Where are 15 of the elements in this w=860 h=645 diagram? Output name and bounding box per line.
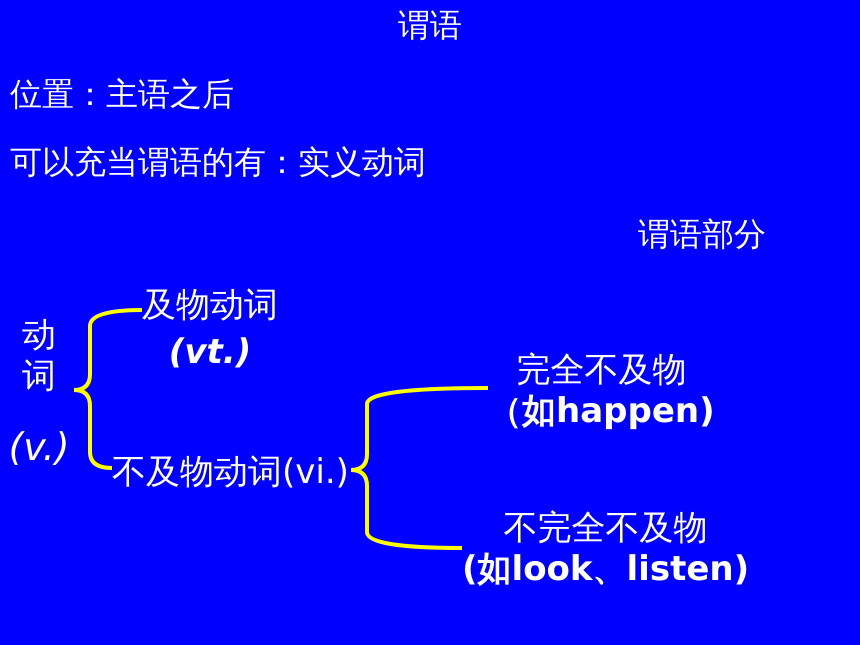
note-text: (vt.) (168, 332, 252, 373)
text-label: 可以充当谓语的有：实义动词 (10, 143, 426, 182)
term-text: 动词 (20, 315, 57, 397)
term-text: 不及物动词(vi.) (112, 452, 349, 493)
term-text: 及物动词 (142, 285, 278, 326)
term-text: 完全不及物 (515, 350, 688, 391)
term-text: 不完全不及物 (502, 508, 709, 549)
note-text: (如look、listen) (462, 548, 750, 590)
text-label: 谓语部分 (638, 215, 766, 254)
note-text: （如happen) (488, 390, 715, 432)
brace-line (350, 468, 462, 550)
note-text: (v.) (7, 424, 71, 470)
text-label: 位置：主语之后 (10, 75, 234, 114)
brace-line (74, 388, 112, 470)
title: 谓语 (397, 6, 463, 44)
